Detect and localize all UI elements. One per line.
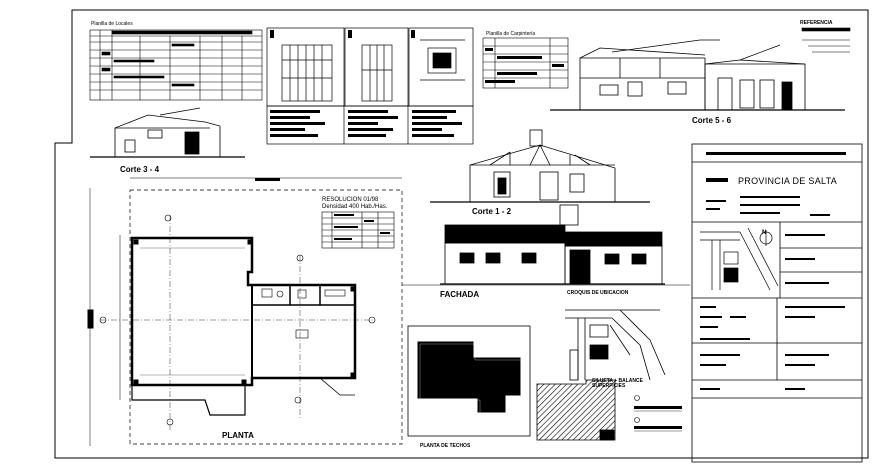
carpentry-schedule-fills	[485, 48, 564, 83]
resolution-label: RESOLUCION 01/98	[322, 197, 379, 203]
roof-plan-title: PLANTA DE TECHOS	[420, 443, 471, 449]
title-block	[691, 143, 863, 463]
resolution-table-fills	[334, 214, 390, 240]
area-notes	[634, 395, 682, 432]
province-title: PROVINCIA DE SALTA	[738, 176, 838, 186]
section-1-2-title: Corte 1 - 2	[472, 207, 512, 216]
section-markers	[99, 214, 376, 426]
section-5-6-drawing	[550, 39, 845, 111]
resolution-table	[321, 211, 395, 249]
roof-plan	[407, 325, 531, 437]
lighting-schedule-title: Planilla de Locales	[91, 21, 133, 27]
carpentry-schedule-title: Planilla de Carpintería	[486, 31, 536, 37]
legend-title: REFERENCIA	[800, 20, 833, 26]
floor-plan	[87, 177, 403, 446]
density-label: Densidad 400 Hab./Has.	[322, 204, 388, 210]
drainage-title: SILUETA + BALANCE SUPERFICIES	[592, 378, 643, 389]
title-block-fills	[700, 152, 846, 390]
sheet-border	[54, 9, 869, 459]
facade-drawing	[440, 204, 665, 285]
hatched-area	[536, 379, 616, 441]
north-arrow-label: N	[762, 230, 767, 236]
legend-block	[801, 27, 851, 53]
carpentry-schedule-table	[482, 37, 569, 89]
door-window-specs	[270, 30, 462, 137]
door-window-details	[266, 27, 474, 145]
section-5-6-title: Corte 5 - 6	[692, 116, 732, 125]
section-1-2-drawing	[430, 129, 650, 203]
location-sketch-title: CROQUIS DE UBICACION	[567, 290, 629, 296]
location-sketch	[565, 309, 666, 381]
lighting-schedule-table	[89, 29, 263, 101]
section-3-4-title: Corte 3 - 4	[120, 165, 160, 174]
floor-plan-title: PLANTA	[222, 431, 254, 440]
site-mini-map	[700, 227, 779, 291]
facade-title: FACHADA	[440, 290, 480, 299]
section-3-4-drawing	[90, 107, 245, 158]
